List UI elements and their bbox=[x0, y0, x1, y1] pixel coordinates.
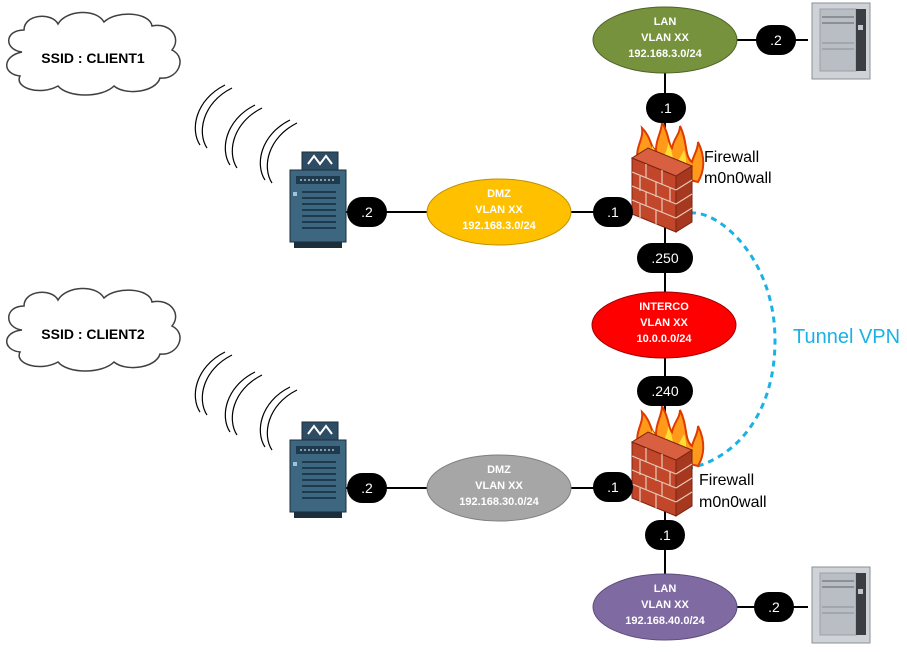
pill-fw-top-dmz: .1 bbox=[593, 197, 633, 227]
network-subnet: 10.0.0.0/24 bbox=[636, 333, 692, 345]
network-name: DMZ bbox=[487, 464, 511, 476]
access-point-icon bbox=[289, 151, 347, 249]
tunnel-vpn-label: Tunnel VPN bbox=[793, 326, 900, 348]
pill-fw-bottom-lan: .1 bbox=[645, 520, 685, 550]
pill-fw-top-lan: .1 bbox=[646, 93, 686, 123]
firewall-bottom-label-line1: Firewall bbox=[699, 472, 754, 489]
pill-fw-bottom-interco: .240 bbox=[637, 376, 693, 406]
firewall-top-label-line1: Firewall bbox=[704, 149, 759, 166]
pill-fw-bottom-dmz: .1 bbox=[593, 472, 633, 502]
pc-tower-icon bbox=[811, 566, 871, 644]
pill-pc-bottom: .2 bbox=[754, 592, 794, 622]
pill-ap-bottom: .2 bbox=[347, 473, 387, 503]
address-label: .2 bbox=[768, 599, 780, 615]
network-subnet: 192.168.3.0/24 bbox=[628, 48, 702, 60]
address-label: .240 bbox=[651, 383, 678, 399]
firewall-icon bbox=[631, 405, 705, 517]
address-label: .1 bbox=[659, 527, 671, 543]
address-label: .1 bbox=[660, 100, 672, 116]
ssid-client1-label: SSID : CLIENT1 bbox=[41, 50, 145, 66]
network-interco: INTERCO VLAN XX 10.0.0.0/24 bbox=[591, 291, 737, 359]
wifi-waves-icon bbox=[194, 84, 298, 184]
network-name: DMZ bbox=[487, 188, 511, 200]
network-ellipse bbox=[591, 291, 737, 359]
network-vlan: VLAN XX bbox=[641, 32, 689, 44]
access-point-icon bbox=[289, 421, 347, 519]
ssid-client2-label: SSID : CLIENT2 bbox=[41, 326, 145, 342]
network-ellipse bbox=[592, 6, 738, 74]
address-label: .1 bbox=[607, 479, 619, 495]
connections bbox=[345, 39, 808, 608]
network-lan-bottom: LAN VLAN XX 192.168.40.0/24 bbox=[592, 573, 738, 641]
tunnel-vpn-arc bbox=[689, 211, 777, 470]
network-dmz-top: DMZ VLAN XX 192.168.3.0/24 bbox=[426, 178, 572, 246]
firewall-top-label-line2: m0n0wall bbox=[704, 170, 772, 187]
network-subnet: 192.168.30.0/24 bbox=[459, 496, 539, 508]
network-subnet: 192.168.3.0/24 bbox=[462, 220, 536, 232]
firewall-icon bbox=[631, 121, 705, 233]
cloud-client2: SSID : CLIENT2 bbox=[6, 287, 181, 372]
address-label: .2 bbox=[361, 204, 373, 220]
cloud-icon bbox=[6, 11, 181, 96]
network-vlan: VLAN XX bbox=[641, 599, 689, 611]
network-dmz-bottom: DMZ VLAN XX 192.168.30.0/24 bbox=[426, 454, 572, 522]
pill-ap-top: .2 bbox=[347, 197, 387, 227]
pill-pc-top: .2 bbox=[756, 25, 796, 55]
network-name: LAN bbox=[654, 583, 677, 595]
network-ellipse bbox=[426, 454, 572, 522]
network-subnet: 192.168.40.0/24 bbox=[625, 615, 705, 627]
network-ellipse bbox=[426, 178, 572, 246]
wifi-waves-icon bbox=[194, 351, 298, 451]
network-lan-top: LAN VLAN XX 192.168.3.0/24 bbox=[592, 6, 738, 74]
network-vlan: VLAN XX bbox=[475, 480, 523, 492]
network-name: INTERCO bbox=[639, 301, 689, 313]
network-name: LAN bbox=[654, 16, 677, 28]
cloud-icon bbox=[6, 287, 181, 372]
network-vlan: VLAN XX bbox=[640, 317, 688, 329]
address-label: .2 bbox=[361, 480, 373, 496]
firewall-bottom-label-line2: m0n0wall bbox=[699, 494, 767, 511]
network-vlan: VLAN XX bbox=[475, 204, 523, 216]
address-label: .250 bbox=[651, 250, 678, 266]
pc-tower-icon bbox=[811, 2, 871, 80]
pill-fw-top-interco: .250 bbox=[637, 243, 693, 273]
address-label: .2 bbox=[770, 32, 782, 48]
network-ellipse bbox=[592, 573, 738, 641]
cloud-client1: SSID : CLIENT1 bbox=[6, 11, 181, 96]
address-label: .1 bbox=[607, 204, 619, 220]
